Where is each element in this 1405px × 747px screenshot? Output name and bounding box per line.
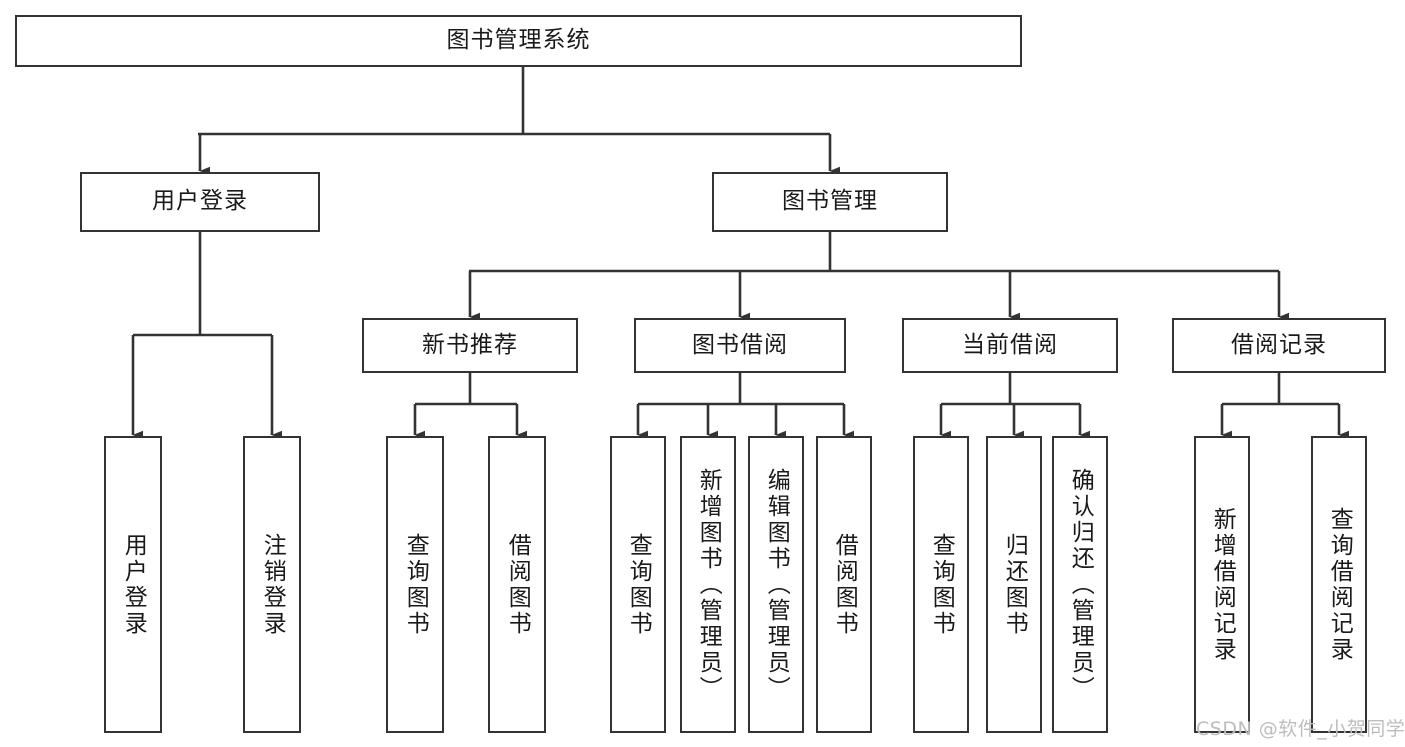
node-label: 查询借阅记录: [1326, 506, 1353, 663]
node-leaf-confirm[interactable]: 确认归还（管理员）: [1052, 436, 1108, 733]
node-label: 归还图书: [1001, 532, 1028, 637]
node-label: 用户登录: [152, 188, 248, 215]
node-label: 注销登录: [259, 532, 286, 637]
node-label: 查询图书: [625, 532, 652, 637]
node-leaf-user-login[interactable]: 用户登录: [104, 436, 162, 733]
node-leaf-add-book[interactable]: 新增图书（管理员）: [680, 436, 736, 733]
node-borrow-record[interactable]: 借阅记录: [1172, 318, 1386, 373]
csdn-watermark: CSDN @软件_小贺同学: [1196, 718, 1405, 740]
node-label: 图书管理: [782, 188, 878, 215]
node-label: 当前借阅: [962, 331, 1058, 358]
node-leaf-return[interactable]: 归还图书: [986, 436, 1042, 733]
node-label: 新增借阅记录: [1209, 506, 1236, 663]
node-leaf-borrow-2[interactable]: 借阅图书: [816, 436, 872, 733]
node-label: 借阅图书: [831, 532, 858, 637]
node-leaf-add-rec[interactable]: 新增借阅记录: [1194, 436, 1250, 733]
node-label: 编辑图书（管理员）: [763, 467, 790, 702]
node-label: 查询图书: [928, 532, 955, 637]
node-book-manage[interactable]: 图书管理: [712, 172, 948, 232]
node-new-book-rec[interactable]: 新书推荐: [362, 318, 578, 373]
node-leaf-logout[interactable]: 注销登录: [243, 436, 301, 733]
node-leaf-edit-book[interactable]: 编辑图书（管理员）: [748, 436, 804, 733]
node-leaf-q-book-1[interactable]: 查询图书: [386, 436, 444, 733]
node-label: 确认归还（管理员）: [1067, 467, 1094, 702]
node-label: 图书管理系统: [446, 27, 591, 54]
node-label: 图书借阅: [692, 331, 788, 358]
node-label: 新书推荐: [422, 331, 518, 358]
node-label: 借阅记录: [1231, 331, 1327, 358]
node-leaf-q-book-2[interactable]: 查询图书: [610, 436, 666, 733]
node-root[interactable]: 图书管理系统: [15, 15, 1022, 67]
node-leaf-borrow-1[interactable]: 借阅图书: [488, 436, 546, 733]
node-leaf-q-book-3[interactable]: 查询图书: [913, 436, 969, 733]
node-current-borrow[interactable]: 当前借阅: [902, 318, 1118, 373]
node-user-login[interactable]: 用户登录: [80, 172, 320, 232]
node-label: 借阅图书: [504, 532, 531, 637]
node-book-borrow[interactable]: 图书借阅: [634, 318, 846, 373]
node-label: 新增图书（管理员）: [695, 467, 722, 702]
node-label: 查询图书: [402, 532, 429, 637]
node-leaf-q-rec[interactable]: 查询借阅记录: [1311, 436, 1367, 733]
node-label: 用户登录: [120, 532, 147, 637]
